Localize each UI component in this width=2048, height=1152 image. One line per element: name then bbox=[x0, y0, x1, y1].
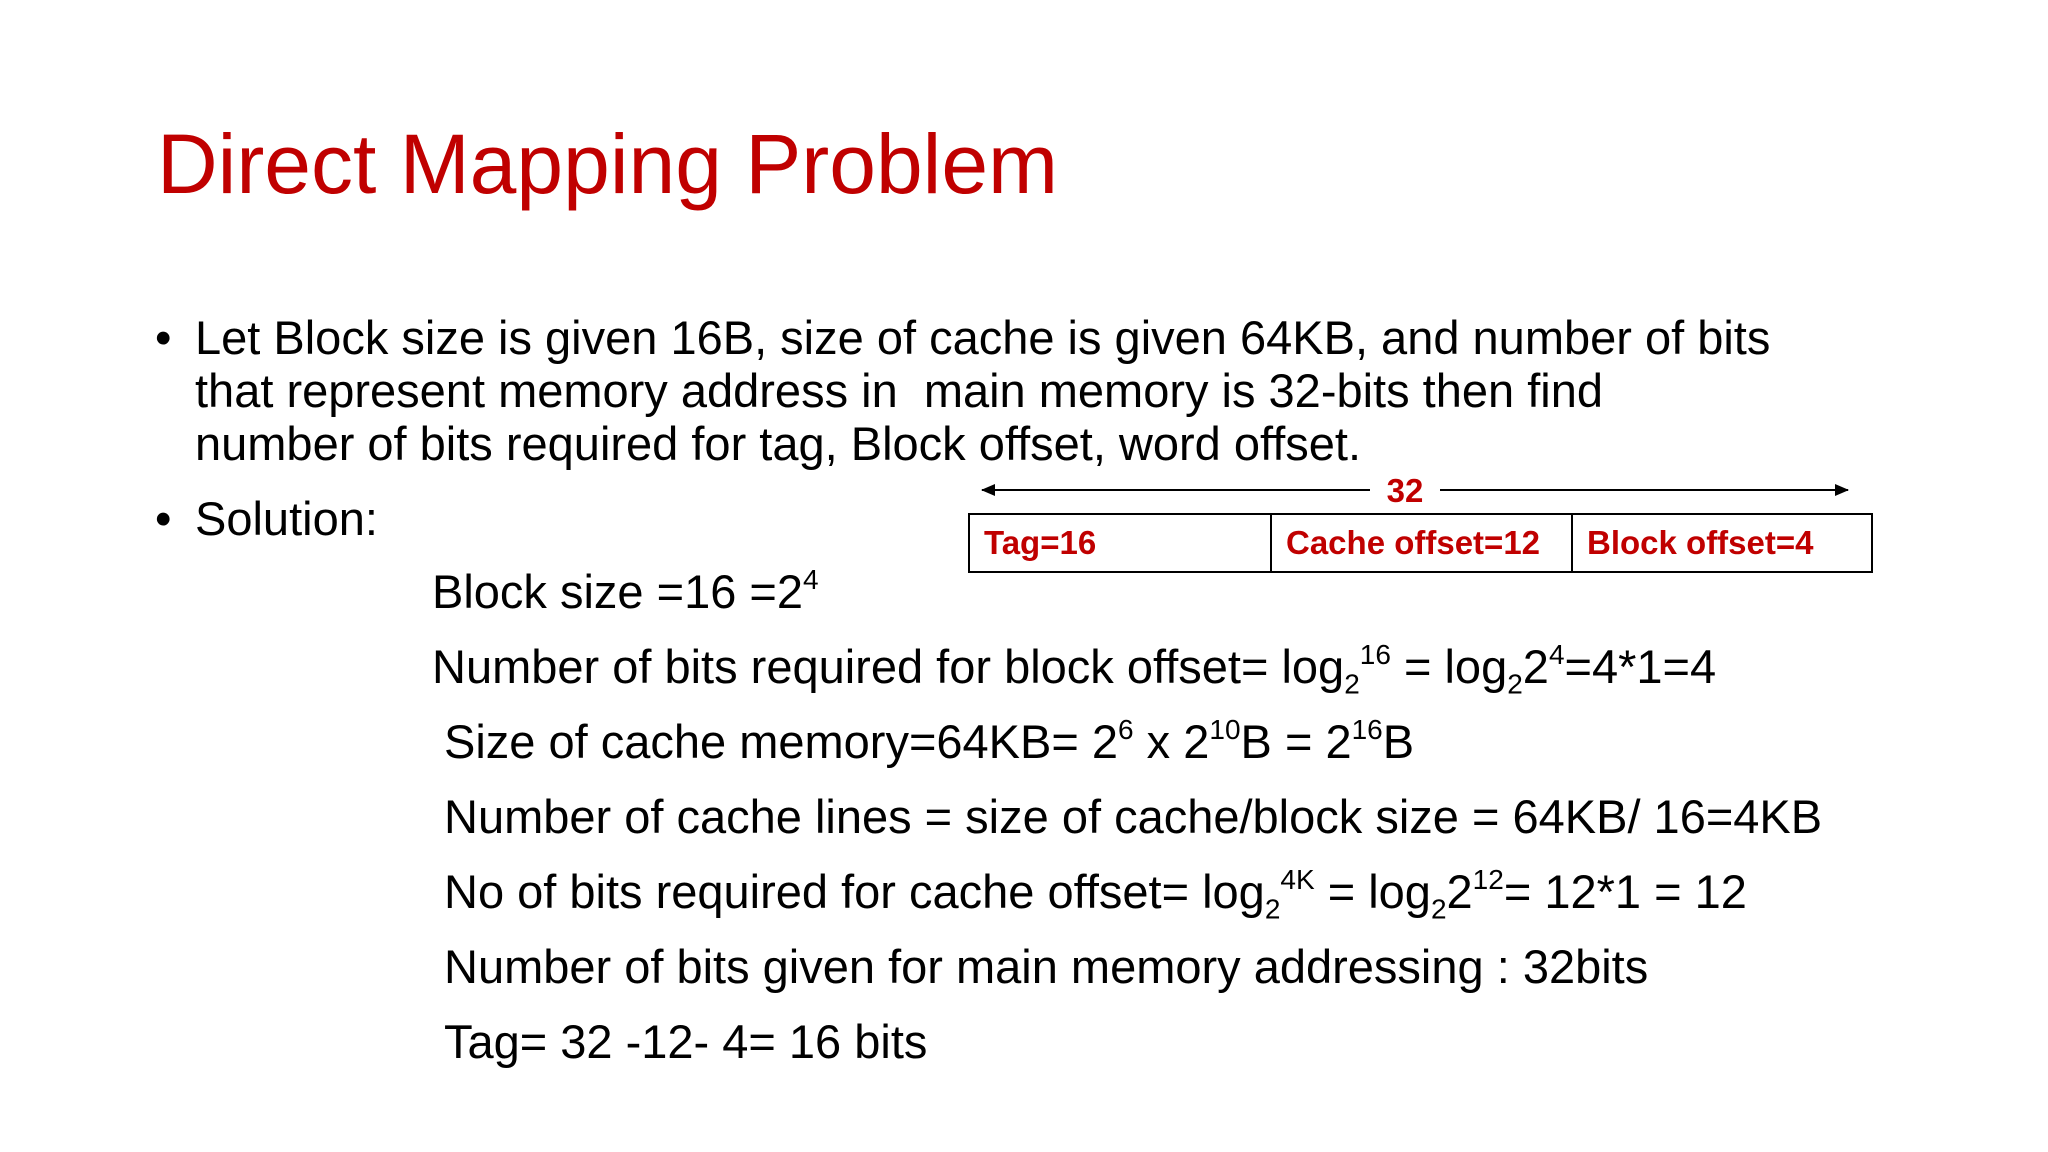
cache-size-line: Size of cache memory=64KB= 26 x 210B = 2… bbox=[444, 714, 1414, 770]
block-size-line: Block size =16 =24 bbox=[432, 564, 819, 620]
block-size-exp: 4 bbox=[803, 564, 819, 596]
power-exp: 10 bbox=[1209, 714, 1241, 746]
equals-log: = log bbox=[1390, 640, 1508, 693]
problem-line-2: that represent memory address in main me… bbox=[195, 364, 1603, 417]
address-width-arrow: 32 bbox=[981, 472, 1849, 509]
equals-two: B = 2 bbox=[1240, 715, 1352, 768]
problem-line-1: Let Block size is given 16B, size of cac… bbox=[195, 311, 1771, 364]
cache-offset-result: = 12*1 = 12 bbox=[1503, 865, 1747, 918]
bytes-unit: B bbox=[1382, 715, 1415, 768]
slide-title: Direct Mapping Problem bbox=[157, 117, 1059, 211]
problem-line-3: number of bits required for tag, Block o… bbox=[195, 417, 1362, 470]
solution-heading: Solution: bbox=[195, 492, 378, 545]
cache-offset-field: Cache offset=12 bbox=[1272, 515, 1573, 571]
log-base: 2 bbox=[1430, 893, 1447, 925]
block-offset-field: Block offset=4 bbox=[1587, 524, 1814, 561]
log-base: 2 bbox=[1344, 668, 1360, 700]
cache-lines-line: Number of cache lines = size of cache/bl… bbox=[444, 790, 1823, 843]
tag-field: Tag=16 bbox=[970, 515, 1272, 571]
log-arg: 16 bbox=[1359, 639, 1391, 671]
power-base: 2 bbox=[1446, 865, 1473, 918]
power-base: 2 bbox=[1522, 640, 1549, 693]
power-exp: 4 bbox=[1548, 639, 1565, 671]
cache-size-text: Size of cache memory=64KB= 2 bbox=[444, 715, 1119, 768]
block-offset-line: Number of bits required for block offset… bbox=[432, 639, 1717, 698]
block-offset-result: =4*1=4 bbox=[1564, 640, 1717, 693]
log-arg: 4K bbox=[1280, 864, 1315, 896]
power-exp: 16 bbox=[1351, 714, 1383, 746]
log-base: 2 bbox=[1507, 668, 1523, 700]
power-exp: 6 bbox=[1118, 714, 1134, 746]
bullet-marker: • bbox=[155, 311, 172, 364]
block-offset-text: Number of bits required for block offset… bbox=[432, 640, 1345, 693]
tag-line: Tag= 32 -12- 4= 16 bits bbox=[444, 1015, 928, 1068]
times-two: x 2 bbox=[1133, 715, 1210, 768]
cache-offset-text: No of bits required for cache offset= lo… bbox=[444, 865, 1265, 918]
cache-offset-line: No of bits required for cache offset= lo… bbox=[444, 864, 1747, 923]
bullet-marker: • bbox=[155, 492, 172, 545]
log-base: 2 bbox=[1264, 893, 1281, 925]
address-width-label: 32 bbox=[1387, 472, 1424, 509]
block-size-text: Block size =16 =2 bbox=[432, 565, 803, 618]
addressing-line: Number of bits given for main memory add… bbox=[444, 940, 1649, 993]
power-exp: 12 bbox=[1472, 864, 1504, 896]
address-format-box: Tag=16 Cache offset=12 Block offset=4 bbox=[968, 513, 1873, 573]
equals-log: = log bbox=[1314, 865, 1431, 918]
